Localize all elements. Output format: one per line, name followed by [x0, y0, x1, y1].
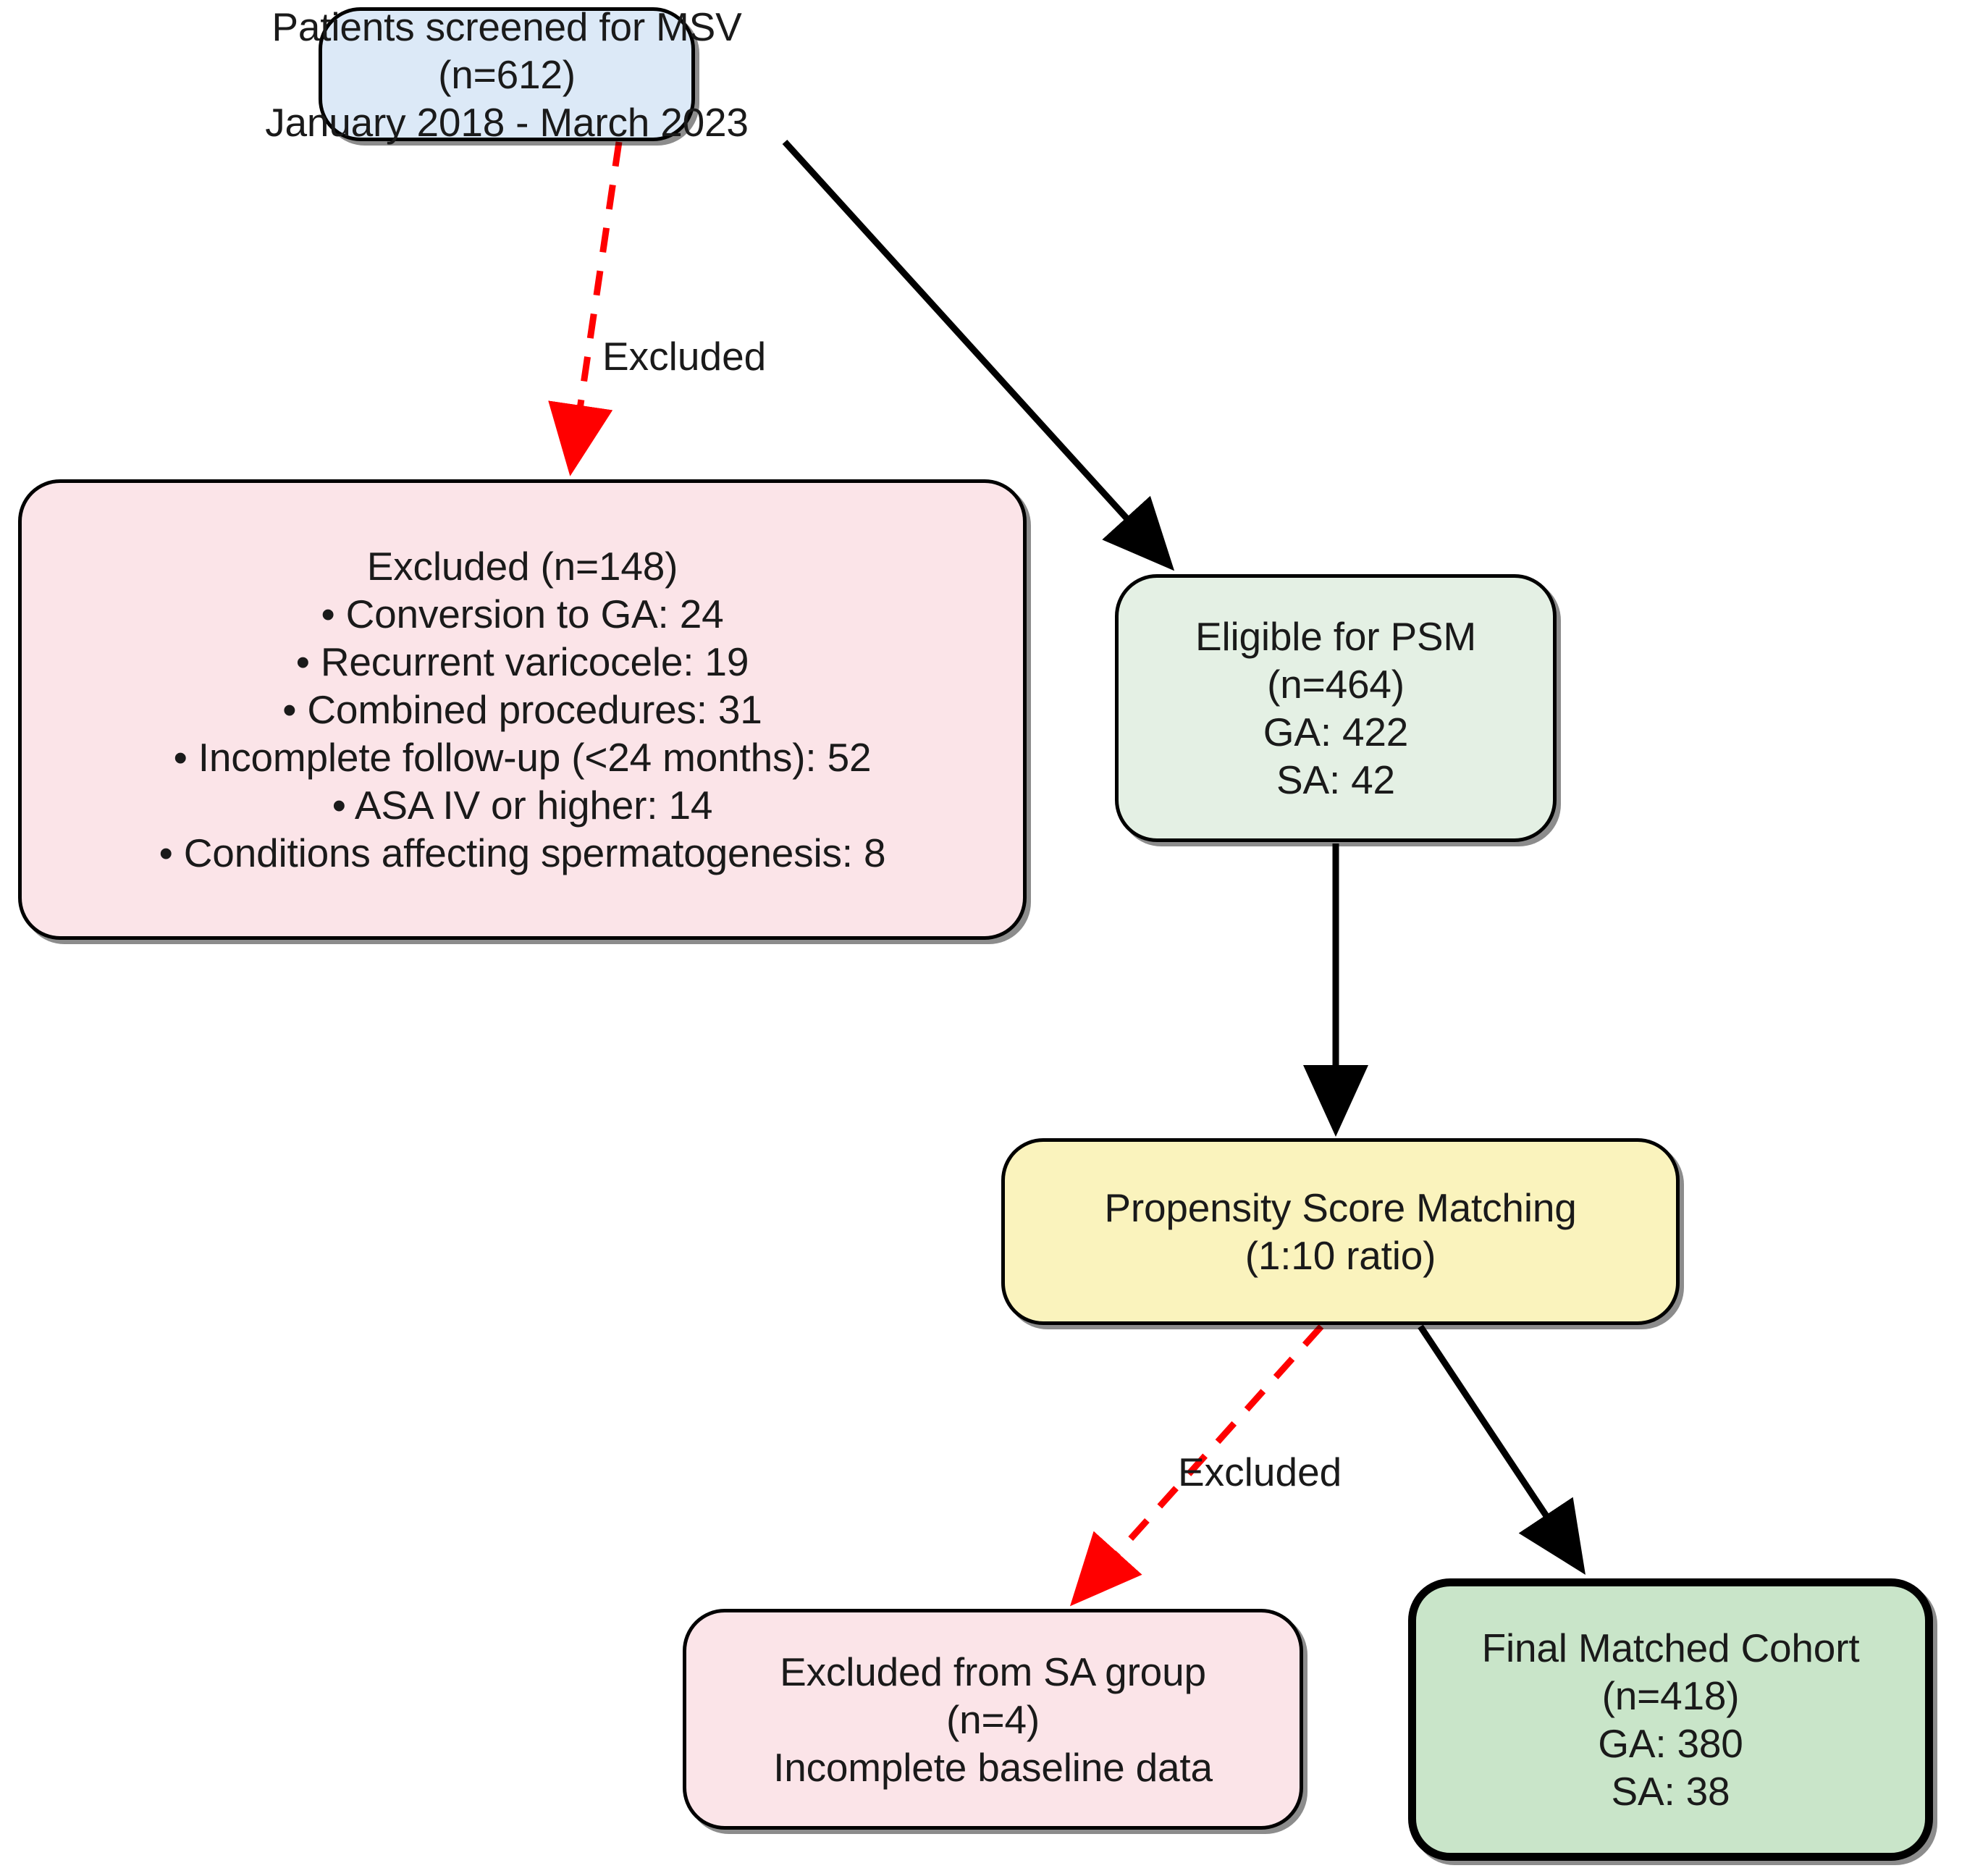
node-line: SA: 42 [1276, 757, 1395, 802]
node-line: Excluded from SA group [780, 1649, 1206, 1694]
node-line: January 2018 - March 2023 [265, 99, 749, 145]
node-line: (n=612) [438, 51, 576, 97]
edge-label-excluded-psm: Excluded [1178, 1450, 1342, 1494]
node-line: Incomplete baseline data [773, 1744, 1213, 1790]
node-line: (n=418) [1601, 1673, 1740, 1718]
node-line: Excluded (n=148) [366, 544, 678, 589]
node-patients-screened[interactable]: Patients screened for MSV (n=612) Januar… [265, 4, 749, 145]
node-excluded-from-sa-group[interactable]: Excluded from SA group (n=4) Incomplete … [683, 1609, 1303, 1830]
node-line: • ASA IV or higher: 14 [332, 783, 713, 828]
node-line: Eligible for PSM [1195, 614, 1477, 659]
node-line: Patients screened for MSV [271, 4, 742, 49]
node-final-matched-cohort[interactable]: Final Matched Cohort (n=418) GA: 380 SA:… [1408, 1578, 1933, 1861]
node-propensity-score-matching[interactable]: Propensity Score Matching (1:10 ratio) [1001, 1138, 1680, 1325]
node-excluded[interactable]: Excluded (n=148) • Conversion to GA: 24 … [18, 479, 1027, 940]
node-line: • Combined procedures: 31 [282, 687, 762, 732]
node-line: Propensity Score Matching [1104, 1185, 1577, 1230]
node-line: GA: 422 [1263, 710, 1409, 754]
node-line: SA: 38 [1611, 1769, 1730, 1814]
node-eligible-for-psm[interactable]: Eligible for PSM (n=464) GA: 422 SA: 42 [1115, 574, 1557, 842]
node-line: (1:10 ratio) [1245, 1233, 1436, 1278]
node-line: (n=464) [1267, 662, 1405, 707]
node-line: • Recurrent varicocele: 19 [295, 639, 749, 684]
node-line: • Conditions affecting spermatogenesis: … [159, 830, 886, 875]
edge-psm-to-final [1418, 1324, 1586, 1575]
node-line: (n=4) [946, 1696, 1040, 1742]
node-line: Final Matched Cohort [1481, 1625, 1860, 1670]
edge-label-excluded-screened: Excluded [602, 334, 767, 379]
node-line: • Conversion to GA: 24 [321, 592, 724, 636]
node-line: GA: 380 [1598, 1721, 1743, 1766]
edge-screened-to-excluded [548, 141, 623, 476]
node-line: • Incomplete follow-up (<24 months): 52 [173, 735, 872, 780]
